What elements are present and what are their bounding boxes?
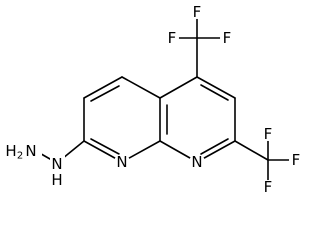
ring-nitrogen-atom: N — [189, 153, 205, 171]
bond-double-inner — [200, 138, 229, 155]
atom-label-layer: F F F F F F N N — [2, 3, 303, 196]
fluorine-atom: F — [289, 151, 303, 169]
bond — [159, 76, 198, 99]
bond — [121, 76, 161, 99]
svg-text:2: 2 — [17, 151, 23, 162]
ring-nitrogen-atom: N — [114, 153, 130, 171]
bond-double-inner — [90, 138, 120, 155]
fluorine-atom: F — [261, 178, 275, 196]
svg-text:F: F — [168, 29, 177, 47]
fluorine-atom: F — [165, 29, 179, 47]
svg-text:F: F — [223, 29, 232, 47]
svg-text:N: N — [116, 153, 127, 171]
svg-text:F: F — [264, 178, 273, 196]
bond — [196, 76, 236, 99]
fluorine-atom: F — [261, 125, 275, 143]
svg-text:F: F — [264, 125, 273, 143]
nh-group: N H — [50, 155, 65, 189]
svg-text:H: H — [51, 171, 62, 189]
fluorine-atom: F — [220, 29, 234, 47]
bond-double-inner — [200, 84, 229, 101]
svg-text:N: N — [25, 142, 36, 160]
svg-text:N: N — [51, 155, 62, 173]
svg-text:H: H — [5, 142, 16, 160]
bond-layer — [35, 11, 295, 187]
svg-text:F: F — [193, 3, 202, 21]
fluorine-atom: F — [190, 3, 204, 21]
bond — [234, 140, 269, 161]
svg-text:F: F — [292, 151, 301, 169]
molecule-structure: F F F F F F N N — [2, 3, 303, 196]
svg-text:N: N — [191, 153, 202, 171]
bond — [83, 76, 123, 99]
nh2-group: H 2 N — [2, 141, 42, 162]
bond-double-inner — [90, 85, 120, 102]
